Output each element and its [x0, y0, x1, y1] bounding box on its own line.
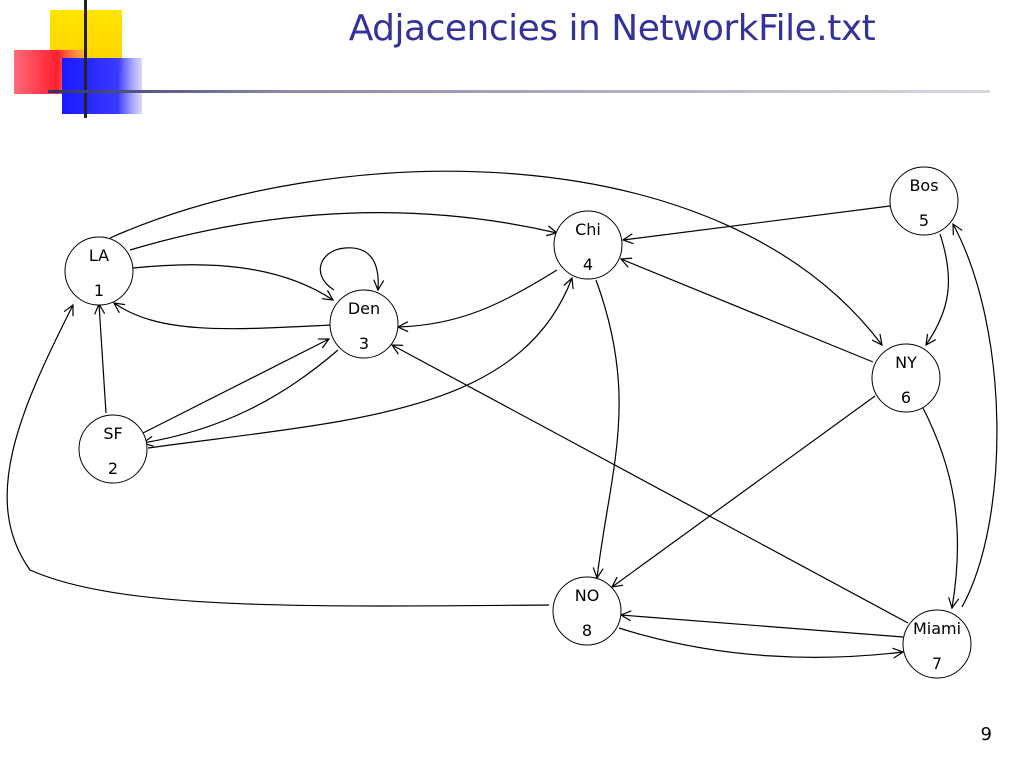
edge-miami-bos [953, 224, 998, 608]
edge-la-den [132, 264, 333, 300]
edge-bos-chi [623, 205, 891, 240]
node-la-name: LA [89, 246, 109, 265]
node-miami: Miami 7 [902, 609, 972, 679]
edge-sf-chi [147, 278, 572, 449]
node-miami-circle [902, 609, 972, 679]
edge-ny-miami [921, 405, 958, 608]
node-ny: NY 6 [871, 343, 941, 413]
node-bos-circle [889, 166, 959, 236]
node-chi-name: Chi [575, 220, 601, 239]
edge-chi-no [596, 279, 620, 578]
node-miami-number: 7 [932, 654, 942, 673]
node-la-number: 1 [94, 281, 104, 300]
node-la: LA 1 [64, 236, 134, 306]
node-sf-number: 2 [108, 459, 118, 478]
edge-sf-den [142, 339, 329, 434]
edge-ny-chi [621, 259, 874, 363]
node-bos-name: Bos [909, 176, 938, 195]
node-ny-circle [871, 343, 941, 413]
node-den-name: Den [348, 299, 380, 318]
edge-den-den [319, 247, 378, 290]
node-ny-number: 6 [901, 388, 911, 407]
node-no-circle [552, 576, 622, 646]
node-chi-number: 4 [583, 255, 593, 274]
node-sf: SF 2 [78, 414, 148, 484]
edge-chi-den [398, 269, 558, 327]
node-miami-name: Miami [913, 619, 961, 638]
node-bos: Bos 5 [889, 166, 959, 236]
edge-den-sf [143, 349, 339, 443]
node-no-name: NO [575, 586, 600, 605]
node-no-number: 8 [582, 621, 592, 640]
edge-no-miami [618, 627, 903, 657]
edge-den-la [114, 303, 333, 330]
node-ny-name: NY [895, 353, 917, 372]
node-sf-circle [78, 414, 148, 484]
node-bos-number: 5 [919, 211, 929, 230]
edge-miami-no [621, 615, 904, 638]
node-la-circle [64, 236, 134, 306]
node-chi: Chi 4 [553, 210, 623, 280]
edge-bos-ny [926, 233, 950, 345]
node-chi-circle [553, 210, 623, 280]
node-no: NO 8 [552, 576, 622, 646]
edge-ny-no [612, 395, 876, 587]
slide-logo-decoration [14, 0, 990, 118]
node-den: Den 3 [329, 289, 399, 359]
slide-title: Adjacencies in NetworkFile.txt [348, 8, 876, 49]
edge-la-chi [129, 212, 557, 251]
edges-layer [6, 170, 998, 657]
edge-sf-la [99, 304, 107, 414]
node-den-number: 3 [359, 334, 369, 353]
node-den-circle [329, 289, 399, 359]
page-number: 9 [980, 724, 992, 745]
node-sf-name: SF [103, 424, 122, 443]
edge-miami-den [392, 345, 909, 624]
edge-no-la [6, 305, 550, 607]
edge-la-ny [109, 170, 882, 345]
